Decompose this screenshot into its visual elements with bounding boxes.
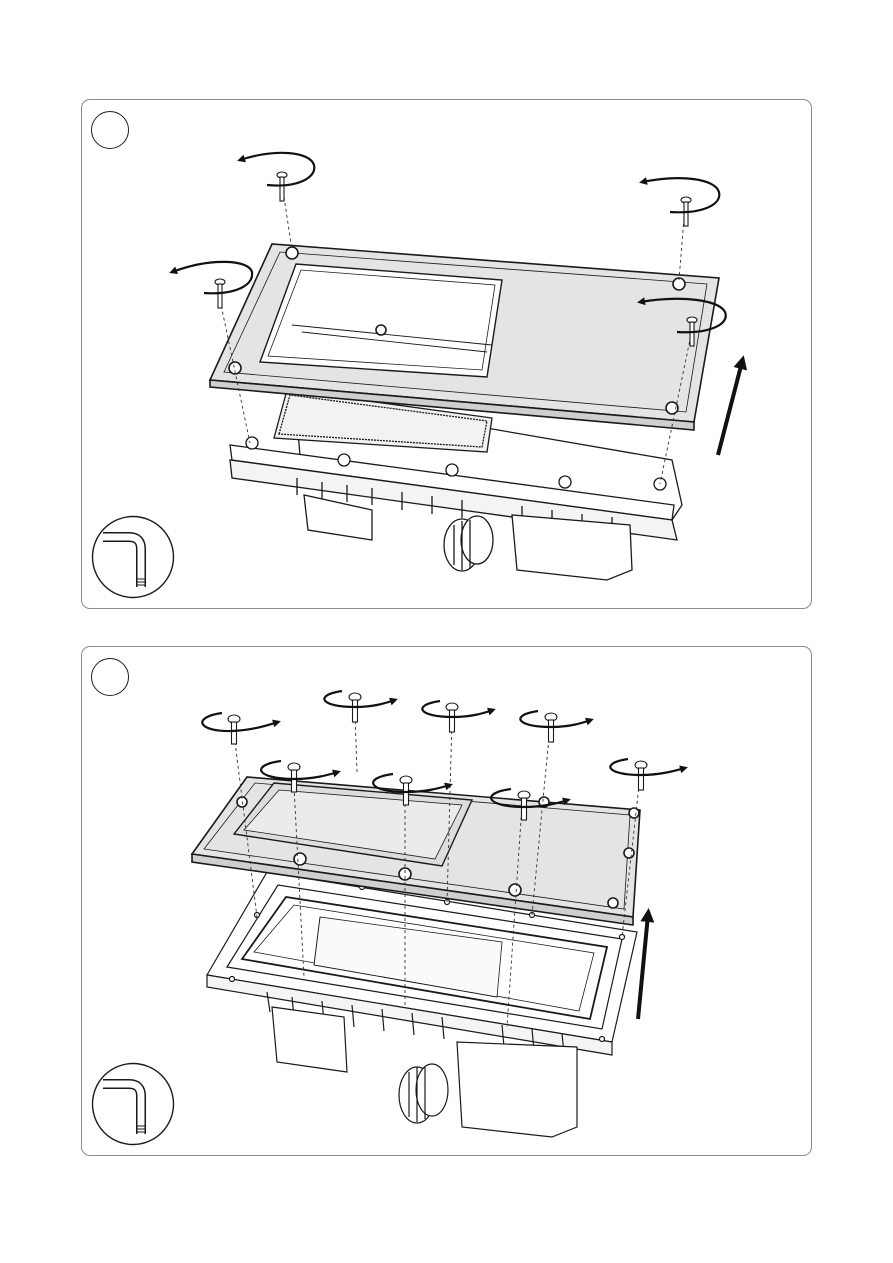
- lid-removal-illustration: [82, 100, 812, 609]
- allen-key-icon: [91, 515, 175, 599]
- lift-up-arrow: [718, 362, 742, 455]
- lid-removal-illustration-2: [82, 647, 812, 1156]
- lift-up-arrow-2: [638, 915, 648, 1019]
- step-number-badge-2: [91, 658, 129, 696]
- allen-key-icon-2: [91, 1062, 175, 1146]
- step-panel-2: [81, 646, 812, 1156]
- step-panel-1: [81, 99, 812, 609]
- step-number-badge: [91, 111, 129, 149]
